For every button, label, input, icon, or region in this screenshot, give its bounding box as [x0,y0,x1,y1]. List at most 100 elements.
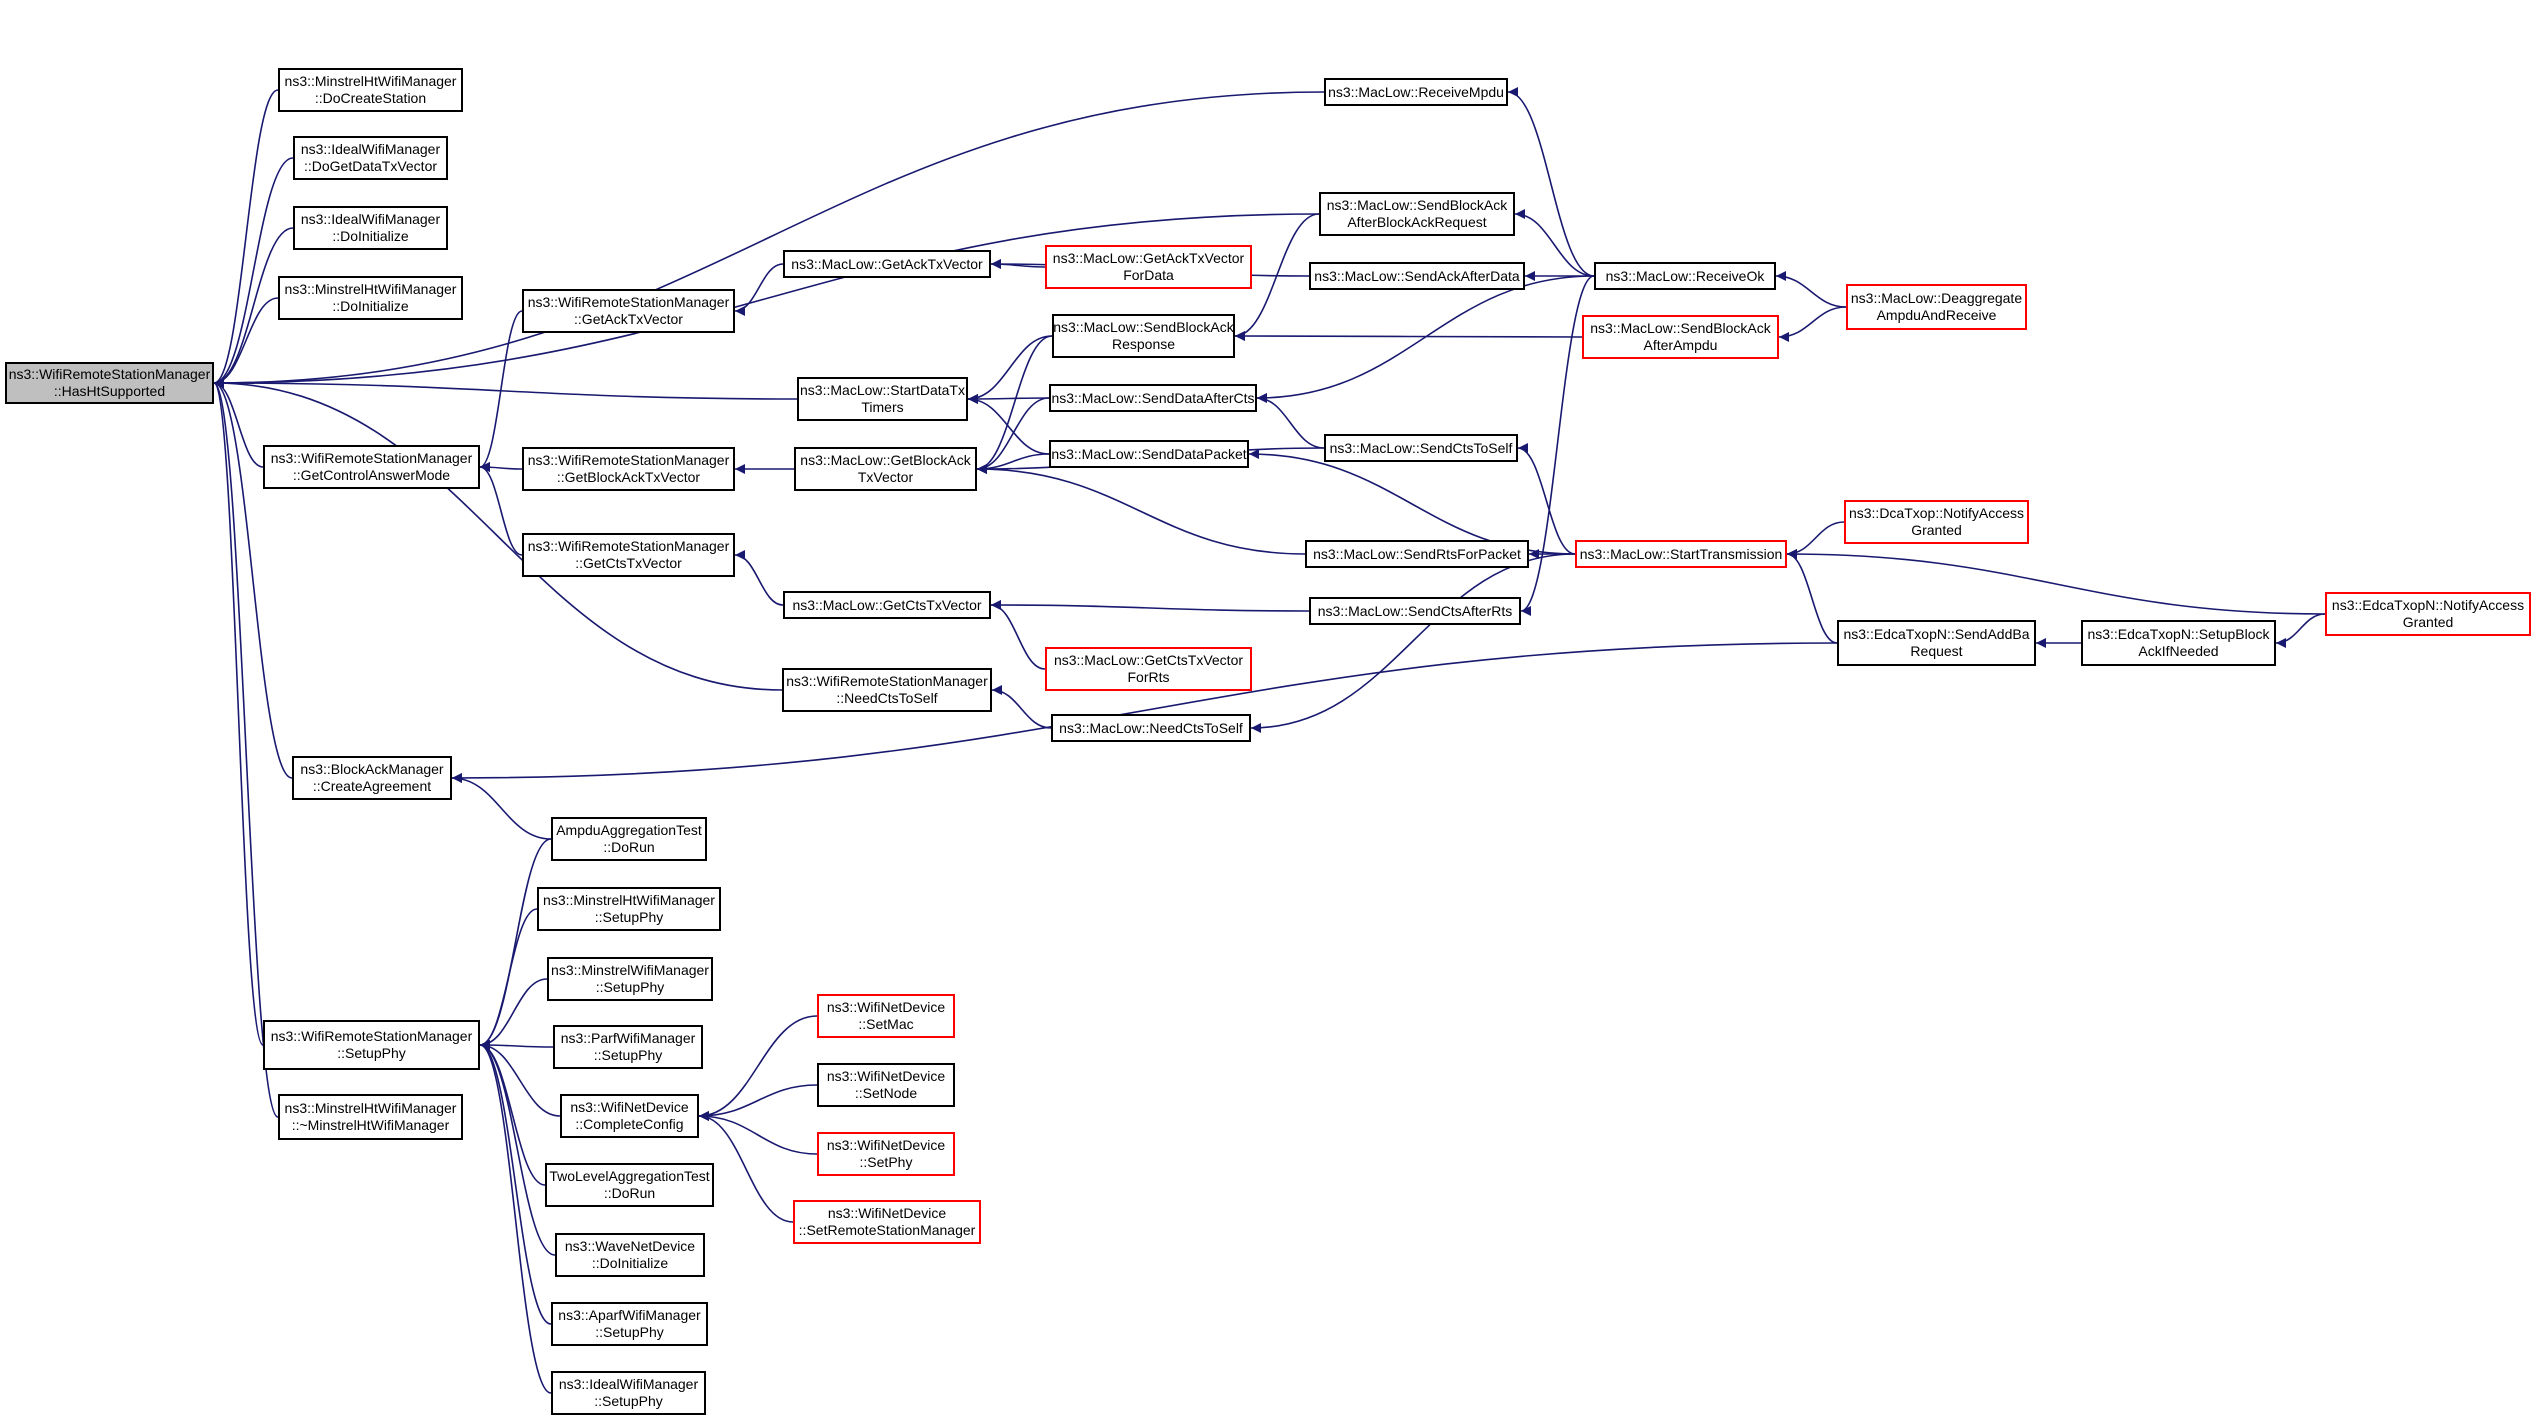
node-aparf-setup[interactable]: ns3::AparfWifiManager::SetupPhy [551,1302,708,1346]
node-mht-init[interactable]: ns3::MinstrelHtWifiManager::DoInitialize [278,276,463,320]
node-mht-dtor[interactable]: ns3::MinstrelHtWifiManager::~MinstrelHtW… [278,1094,463,1140]
node-receive-mpdu[interactable]: ns3::MacLow::ReceiveMpdu [1324,78,1508,106]
node-label-line: ::SetMac [858,1016,914,1032]
edge-needCtsWrsm-to-root [213,378,783,691]
node-wrsm-get-cts[interactable]: ns3::WifiRemoteStationManager::GetCtsTxV… [522,533,735,577]
edge-wndSetRsm-to-wndComplete [698,1111,794,1223]
node-wrsm-get-ack[interactable]: ns3::WifiRemoteStationManager::GetAckTxV… [522,289,735,333]
node-label-line: ns3::MacLow::GetCtsTxVector [792,596,982,613]
node-label-line: AckIfNeeded [2138,643,2219,659]
node-label-line: AfterAmpdu [1643,337,1718,353]
edge-edcaNotify-to-edcaSetupBA [2275,613,2326,648]
node-label-line: ::SetPhy [859,1154,913,1170]
node-two-level[interactable]: TwoLevelAggregationTest::DoRun [545,1163,714,1207]
node-mac-get-ack[interactable]: ns3::MacLow::GetAckTxVector [783,250,991,278]
node-wrsm-get-b-a[interactable]: ns3::WifiRemoteStationManager::GetBlockA… [522,447,735,491]
node-label-line: ns3::MacLow::StartTransmission [1579,545,1783,562]
node-send-ack-after-data[interactable]: ns3::MacLow::SendAckAfterData [1309,262,1525,290]
node-label-line: ns3::DcaTxop::NotifyAccess [1848,505,2025,521]
node-label-line: ::CompleteConfig [575,1116,684,1132]
edge-edcaSendAddBa-to-startTx [1786,549,1838,644]
node-ideal-setup[interactable]: ns3::IdealWifiManager::SetupPhy [551,1371,706,1415]
edge-macGetAck-to-wrsmGetAck [734,263,784,316]
node-root[interactable]: ns3::WifiRemoteStationManager::HasHtSupp… [5,362,214,404]
node-wnd-set-rsm[interactable]: ns3::WifiNetDevice::SetRemoteStationMana… [793,1200,981,1244]
node-mw-setup[interactable]: ns3::MinstrelWifiManager::SetupPhy [547,957,713,1001]
node-label-line: ns3::AparfWifiManager [558,1307,701,1323]
node-get-ctrl[interactable]: ns3::WifiRemoteStationManager::GetContro… [263,445,480,489]
edge-macGetCts-to-wrsmGetCts [734,550,784,606]
edge-setupPhy-to-root [213,378,264,1046]
node-label-line: ::DoCreateStation [314,90,427,106]
node-label-line: ns3::WifiNetDevice [570,1099,689,1115]
node-need-cts-wrsm[interactable]: ns3::WifiRemoteStationManager::NeedCtsTo… [782,668,992,712]
node-send-rts-for-packet[interactable]: ns3::MacLow::SendRtsForPacket [1305,540,1529,568]
node-label-line: ::GetControlAnswerMode [292,467,451,483]
edge-sendBAAfterReq-to-sendBAResp [1234,213,1320,341]
node-label-line: ns3::BlockAckManager [300,761,444,777]
node-label-line: ns3::WifiRemoteStationManager [527,538,730,554]
node-start-tx[interactable]: ns3::MacLow::StartTransmission [1575,540,1787,568]
edge-ampduTest-to-setupPhy [479,838,552,1050]
node-send-cts-after-rts[interactable]: ns3::MacLow::SendCtsAfterRts [1309,597,1521,625]
node-label-line: ns3::MinstrelHtWifiManager [284,1100,457,1116]
node-wave-init[interactable]: ns3::WaveNetDevice::DoInitialize [555,1233,705,1277]
node-label-line: ::SetupPhy [595,979,665,995]
node-label-line: ns3::MacLow::GetCtsTxVector [1053,652,1244,668]
node-mht-create[interactable]: ns3::MinstrelHtWifiManager::DoCreateStat… [278,68,463,112]
node-label-line: AfterBlockAckRequest [1347,214,1487,230]
node-label-line: ForRts [1127,669,1170,685]
node-wnd-set-mac[interactable]: ns3::WifiNetDevice::SetMac [817,994,955,1038]
node-label-line: ns3::MacLow::StartDataTx [800,382,965,398]
edge-baCreate-to-root [213,378,293,779]
node-parf-setup[interactable]: ns3::ParfWifiManager::SetupPhy [553,1025,703,1069]
node-label-line: ns3::WifiNetDevice [826,1068,946,1084]
node-label-line: ns3::MacLow::GetAckTxVector [791,255,983,272]
node-label-line: ::~MinstrelHtWifiManager [291,1117,450,1133]
node-ampdu-test[interactable]: AmpduAggregationTest::DoRun [551,817,707,861]
node-label-line: ::SetRemoteStationManager [798,1222,976,1238]
node-setup-phy[interactable]: ns3::WifiRemoteStationManager::SetupPhy [263,1020,480,1070]
node-wnd-set-node[interactable]: ns3::WifiNetDevice::SetNode [817,1063,955,1107]
node-ba-create[interactable]: ns3::BlockAckManager::CreateAgreement [292,756,452,800]
node-ideal-get-data[interactable]: ns3::IdealWifiManager::DoGetDataTxVector [293,136,448,180]
node-mac-need-cts[interactable]: ns3::MacLow::NeedCtsToSelf [1051,714,1251,742]
node-send-cts-to-self[interactable]: ns3::MacLow::SendCtsToSelf [1324,434,1518,462]
node-label-line: Granted [2402,614,2454,630]
node-send-data-packet[interactable]: ns3::MacLow::SendDataPacket [1049,440,1249,468]
edge-edcaNotify-to-startTx [1786,549,2326,615]
node-label-line: ::GetBlockAckTxVector [556,469,701,485]
node-wnd-set-phy[interactable]: ns3::WifiNetDevice::SetPhy [817,1132,955,1176]
node-mac-get-cts[interactable]: ns3::MacLow::GetCtsTxVector [783,591,991,619]
node-label-line: ns3::EdcaTxopN::NotifyAccess [2331,597,2525,613]
node-label-line: Granted [1911,522,1962,538]
node-label-line: ns3::MacLow::SendRtsForPacket [1313,545,1521,562]
node-label-line: ns3::MacLow::ReceiveOk [1605,267,1765,284]
node-label-line: ns3::MinstrelHtWifiManager [284,73,457,89]
node-mht-setup[interactable]: ns3::MinstrelHtWifiManager::SetupPhy [537,887,721,931]
edge-sendDataPacket-to-startData [967,394,1050,455]
node-label-line: ::DoRun [603,839,655,855]
edge-sendBAResp-to-macGetBA [976,335,1053,474]
edge-deaggregate-to-receiveOk [1775,271,1847,308]
edge-wrsmGetCts-to-getCtrl [479,462,523,556]
edge-startData-to-root [213,378,798,400]
node-receive-ok[interactable]: ns3::MacLow::ReceiveOk [1594,262,1776,290]
node-wnd-complete[interactable]: ns3::WifiNetDevice::CompleteConfig [560,1094,699,1138]
node-send-data-after-cts[interactable]: ns3::MacLow::SendDataAfterCts [1049,384,1257,412]
edge-edcaSendAddBa-to-baCreate [451,642,1838,783]
node-ideal-init[interactable]: ns3::IdealWifiManager::DoInitialize [293,206,448,250]
